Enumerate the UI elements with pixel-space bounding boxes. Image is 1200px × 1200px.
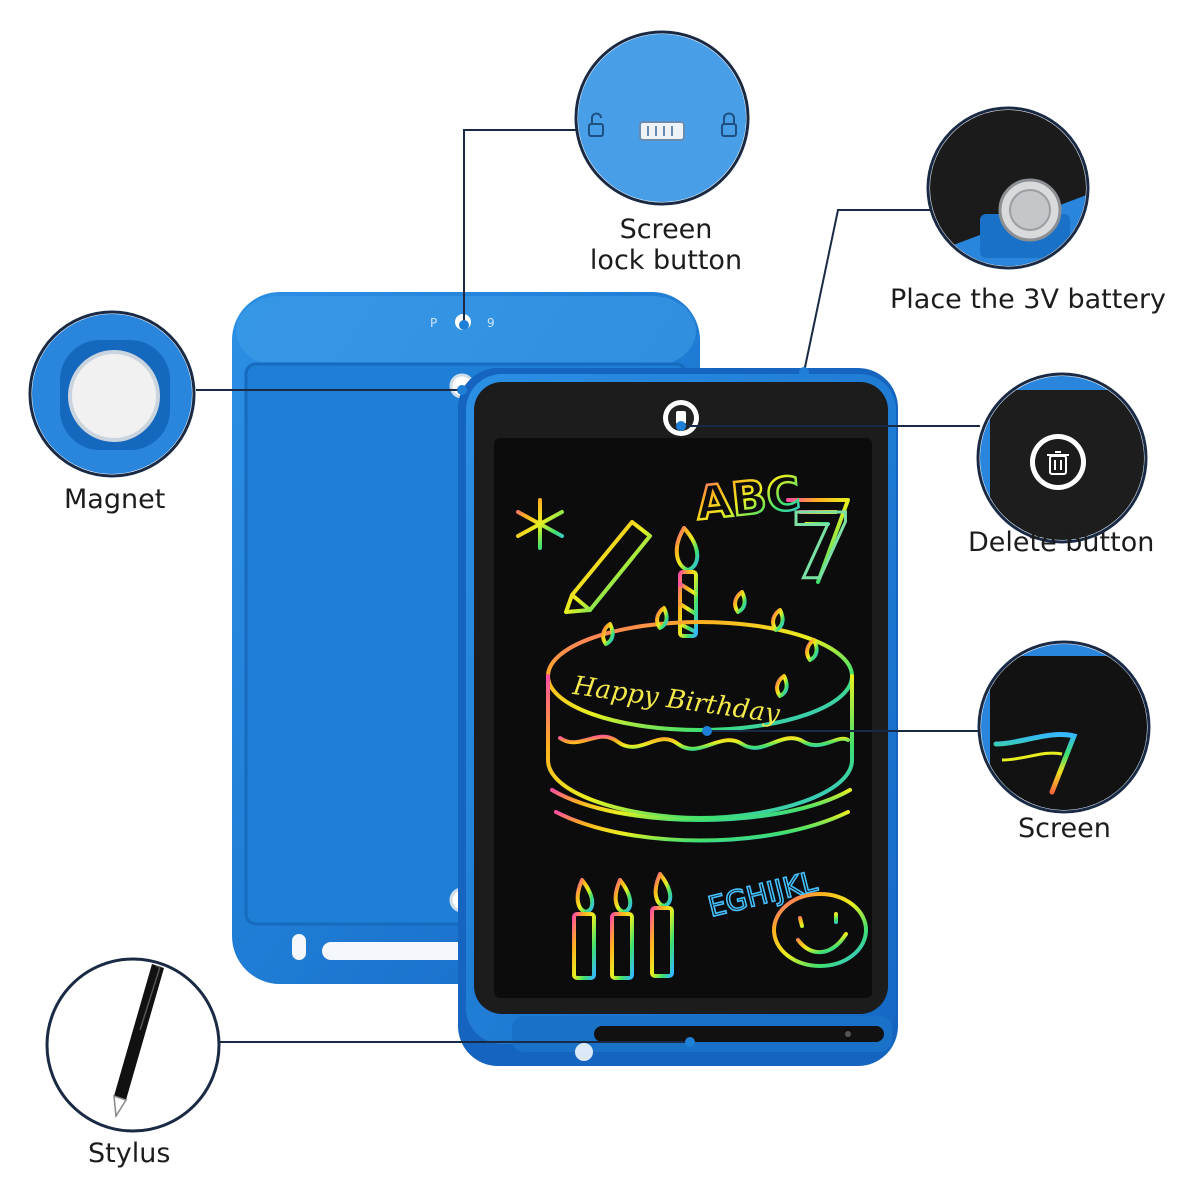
- front-tablet: [458, 368, 898, 1066]
- magnet-label: Magnet: [64, 484, 166, 515]
- lock-switch-icon: [639, 121, 685, 141]
- svg-text:9: 9: [487, 316, 495, 330]
- zoom-battery: [926, 106, 1090, 270]
- delete-button-label: Delete button: [968, 527, 1155, 558]
- battery-label: Place the 3V battery: [890, 284, 1167, 315]
- zoom-screen: [977, 640, 1151, 814]
- zoom-stylus: [45, 957, 221, 1133]
- screen-lock-label-line2: lock button: [589, 245, 743, 277]
- zoom-magnet: [28, 310, 196, 478]
- unlock-icon: [588, 112, 604, 137]
- stylus-label: Stylus: [88, 1138, 171, 1169]
- stylus-icon: [113, 964, 164, 1119]
- magnet-icon: [68, 350, 160, 442]
- screen-lock-label-line1: Screen: [619, 214, 713, 245]
- screen-lock-label: Screen lock button: [568, 214, 764, 276]
- callout-dots: [457, 320, 809, 1047]
- screen-label: Screen: [1018, 813, 1111, 844]
- drawing-letters: ABC: [693, 466, 802, 531]
- svg-text:P: P: [430, 316, 437, 330]
- zoom-screen-lock: [574, 30, 750, 206]
- drawing-number: 7: [790, 495, 853, 600]
- screen-drawing: [516, 498, 868, 980]
- lock-icon: [721, 112, 737, 137]
- zoom-delete: [976, 372, 1148, 544]
- trash-icon: [1047, 451, 1069, 475]
- callout-lines: [196, 129, 982, 1043]
